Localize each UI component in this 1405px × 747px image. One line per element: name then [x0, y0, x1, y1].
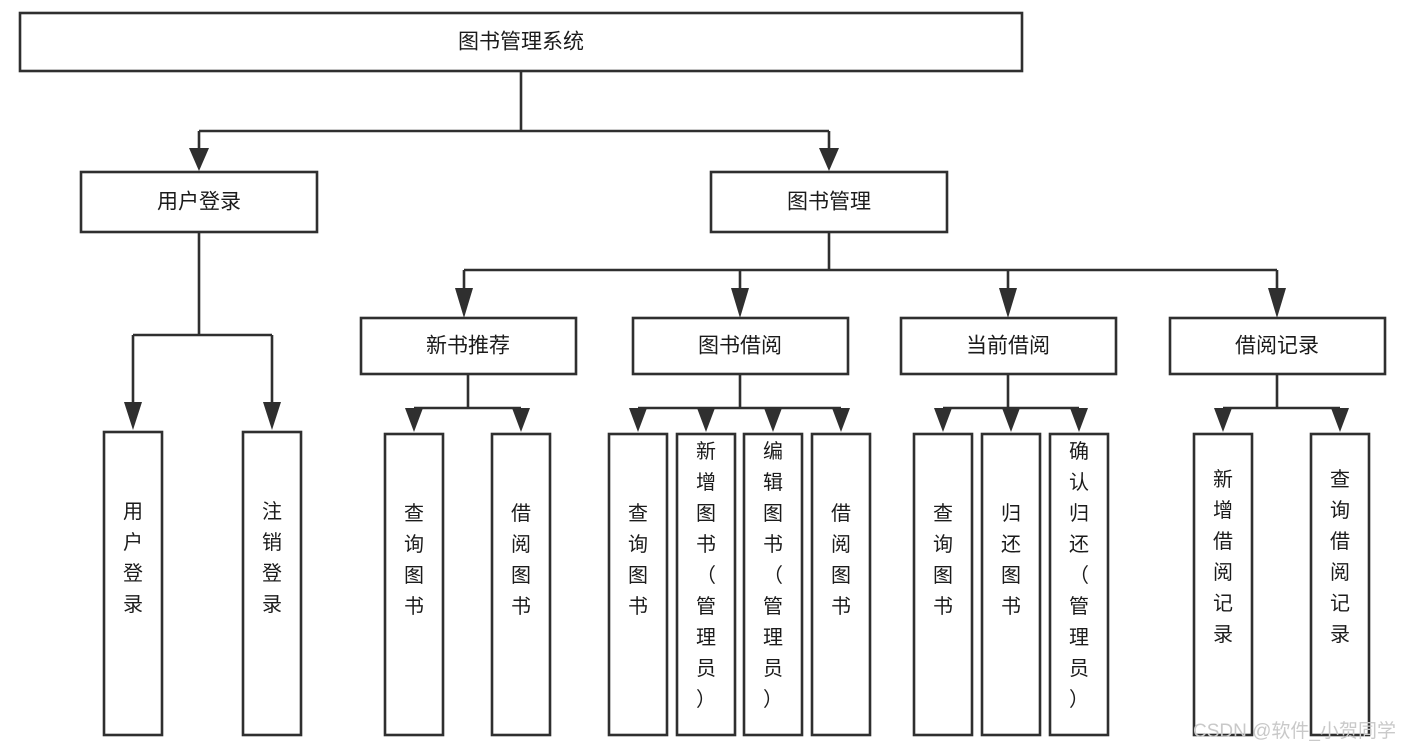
leaf-query-book-borrow-label: 查询图书: [628, 502, 648, 618]
node-book-manage-label: 图书管理: [787, 191, 871, 214]
arrow-to-leaf-add-record: [1214, 408, 1232, 432]
leaf-borrow-book-recommend-box[interactable]: [490, 432, 552, 737]
node-current-borrow[interactable]: 当前借阅: [899, 316, 1118, 376]
leaf-add-borrow-record[interactable]: 新增借阅记录: [1192, 432, 1254, 737]
leaf-logout[interactable]: 注销登录: [241, 430, 303, 737]
arrow-to-leaf-borrow-book-a: [512, 408, 530, 432]
node-book-borrow[interactable]: 图书借阅: [631, 316, 850, 376]
arrow-to-leaf-query-record: [1331, 408, 1349, 432]
arrow-to-leaf-return-book: [1002, 408, 1020, 432]
leaf-query-borrow-record-label: 查询借阅记录: [1330, 468, 1350, 646]
leaf-borrow-book-borrow-label: 借阅图书: [831, 502, 851, 618]
leaf-add-book-box[interactable]: [675, 432, 737, 737]
node-new-book-recommend[interactable]: 新书推荐: [359, 316, 578, 376]
leaf-user-login-label: 用户登录: [123, 501, 143, 616]
leaf-add-borrow-record-box[interactable]: [1192, 432, 1254, 737]
arrow-to-leaf-query-book-a: [405, 408, 423, 432]
leaf-confirm-return[interactable]: 确认归还（管理员）: [1048, 432, 1110, 737]
node-current-borrow-label: 当前借阅: [966, 335, 1050, 358]
arrow-to-borrow-record: [1268, 288, 1286, 318]
leaf-query-borrow-record-box[interactable]: [1309, 432, 1371, 737]
csdn-watermark: CSDN @软件_小贺同学: [1193, 720, 1396, 742]
leaf-add-borrow-record-label: 新增借阅记录: [1213, 468, 1233, 646]
leaf-confirm-return-box[interactable]: [1048, 432, 1110, 737]
arrow-to-leaf-add-book: [697, 408, 715, 432]
leaf-return-book[interactable]: 归还图书: [980, 432, 1042, 737]
leaf-borrow-book-borrow-box[interactable]: [810, 432, 872, 737]
arrow-to-leaf-logout: [263, 402, 281, 430]
leaf-edit-book-box[interactable]: [742, 432, 804, 737]
leaf-return-book-box[interactable]: [980, 432, 1042, 737]
leaf-add-book-label: 新增图书（管理员）: [696, 440, 716, 711]
node-book-borrow-box[interactable]: [631, 316, 850, 376]
node-new-book-recommend-label: 新书推荐: [426, 335, 510, 358]
arrow-to-current-borrow: [999, 288, 1017, 318]
node-borrow-record-label: 借阅记录: [1235, 335, 1319, 358]
leaf-query-borrow-record[interactable]: 查询借阅记录: [1309, 432, 1371, 737]
leaf-return-book-label: 归还图书: [1001, 502, 1021, 618]
leaf-query-book-recommend-label: 查询图书: [404, 502, 424, 618]
connector-layer: [124, 71, 1349, 432]
arrow-to-leaf-borrow-book-b: [832, 408, 850, 432]
node-new-book-recommend-box[interactable]: [359, 316, 578, 376]
arrow-to-leaf-edit-book: [764, 408, 782, 432]
leaf-logout-label: 注销登录: [262, 500, 282, 616]
leaf-confirm-return-label: 确认归还（管理员）: [1069, 440, 1089, 711]
leaf-query-book-current-box[interactable]: [912, 432, 974, 737]
arrow-to-leaf-query-book-c: [934, 408, 952, 432]
arrow-to-new-book-recommend: [455, 288, 473, 318]
leaf-query-book-recommend[interactable]: 查询图书: [383, 432, 445, 737]
arrow-to-leaf-query-book-b: [629, 408, 647, 432]
arrow-to-user-login: [189, 148, 209, 171]
node-borrow-record[interactable]: 借阅记录: [1168, 316, 1387, 376]
leaf-query-book-recommend-box[interactable]: [383, 432, 445, 737]
node-borrow-record-box[interactable]: [1168, 316, 1387, 376]
leaf-query-book-current-label: 查询图书: [933, 502, 953, 618]
leaf-borrow-book-recommend-label: 借阅图书: [511, 502, 531, 618]
leaf-edit-book[interactable]: 编辑图书（管理员）: [742, 432, 804, 737]
leaf-query-book-borrow-box[interactable]: [607, 432, 669, 737]
leaf-user-login-box[interactable]: [102, 430, 164, 737]
leaf-query-book-current[interactable]: 查询图书: [912, 432, 974, 737]
leaf-borrow-book-borrow[interactable]: 借阅图书: [810, 432, 872, 737]
leaf-add-book[interactable]: 新增图书（管理员）: [675, 432, 737, 737]
node-book-manage-box[interactable]: [709, 170, 949, 234]
leaf-query-book-borrow[interactable]: 查询图书: [607, 432, 669, 737]
node-root-system-box[interactable]: [18, 11, 1024, 73]
leaf-logout-box[interactable]: [241, 430, 303, 737]
arrow-to-leaf-user-login: [124, 402, 142, 430]
leaf-user-login[interactable]: 用户登录: [102, 430, 164, 737]
node-current-borrow-box[interactable]: [899, 316, 1118, 376]
node-root-system-label: 图书管理系统: [458, 31, 584, 54]
node-user-login[interactable]: 用户登录: [79, 170, 319, 234]
arrow-to-book-manage: [819, 148, 839, 171]
leaf-edit-book-label: 编辑图书（管理员）: [763, 440, 783, 711]
node-user-login-label: 用户登录: [157, 191, 241, 214]
leaf-borrow-book-recommend[interactable]: 借阅图书: [490, 432, 552, 737]
node-user-login-box[interactable]: [79, 170, 319, 234]
arrow-to-book-borrow: [731, 288, 749, 318]
node-book-manage[interactable]: 图书管理: [709, 170, 949, 234]
node-book-borrow-label: 图书借阅: [698, 335, 782, 358]
arrow-to-leaf-confirm-return: [1070, 408, 1088, 432]
node-root-system[interactable]: 图书管理系统: [18, 11, 1024, 73]
